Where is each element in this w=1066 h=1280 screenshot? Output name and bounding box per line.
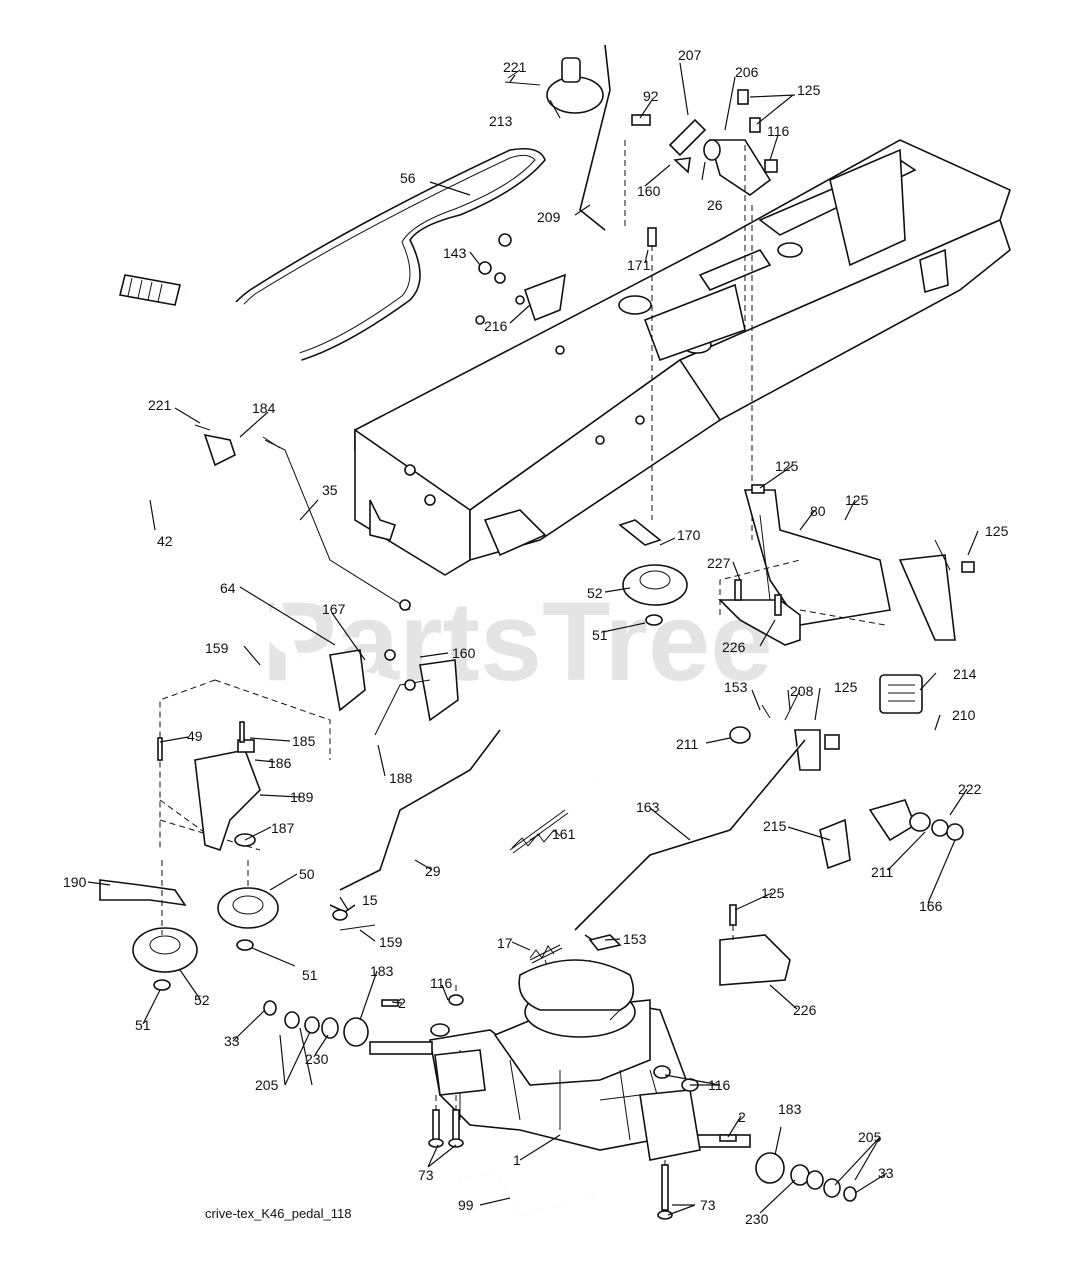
callout-188: 188 bbox=[389, 770, 413, 786]
callout-209: 209 bbox=[537, 209, 561, 225]
callout-170: 170 bbox=[677, 527, 701, 543]
callout-33: 33 bbox=[224, 1033, 240, 1049]
callout-labels: 221 213 207 92 206 125 116 56 160 26 209… bbox=[63, 47, 1009, 1227]
callout-56: 56 bbox=[400, 170, 416, 186]
callout-184: 184 bbox=[252, 400, 276, 416]
callout-205-b: 205 bbox=[858, 1129, 882, 1145]
callout-49: 49 bbox=[187, 728, 203, 744]
callout-116-c: 116 bbox=[708, 1077, 731, 1093]
callout-99: 99 bbox=[458, 1197, 474, 1213]
callout-230: 230 bbox=[305, 1051, 329, 1067]
callout-15: 15 bbox=[362, 892, 378, 908]
callout-26: 26 bbox=[707, 197, 723, 213]
leader-lines bbox=[87, 62, 979, 1216]
callout-116: 116 bbox=[767, 123, 790, 139]
callout-206: 206 bbox=[735, 64, 759, 80]
callout-210: 210 bbox=[952, 707, 976, 723]
callout-51: 51 bbox=[592, 627, 608, 643]
callout-51-c: 51 bbox=[135, 1017, 151, 1033]
callout-160: 160 bbox=[637, 183, 661, 199]
shift-rod-assembly bbox=[119, 274, 602, 783]
callout-159-b: 159 bbox=[379, 934, 403, 950]
callout-230-b: 230 bbox=[745, 1211, 769, 1227]
pedal-assembly bbox=[574, 674, 964, 946]
callout-73: 73 bbox=[418, 1167, 434, 1183]
callout-116-b: 116 bbox=[430, 975, 453, 991]
callout-221-b: 221 bbox=[148, 397, 172, 413]
callout-190: 190 bbox=[63, 874, 87, 890]
callout-42: 42 bbox=[157, 533, 173, 549]
rod-99 bbox=[459, 1170, 596, 1217]
callout-2: 2 bbox=[398, 995, 406, 1011]
callout-153-b: 153 bbox=[623, 931, 647, 947]
callout-214: 214 bbox=[953, 666, 977, 682]
callout-33-b: 33 bbox=[878, 1165, 894, 1181]
callout-52: 52 bbox=[587, 585, 603, 601]
callout-51-b: 51 bbox=[302, 967, 318, 983]
callout-216: 216 bbox=[484, 318, 508, 334]
idler-bracket-pulleys bbox=[99, 679, 331, 991]
callout-227: 227 bbox=[707, 555, 731, 571]
callout-159: 159 bbox=[205, 640, 229, 656]
lift-lever-parts bbox=[478, 44, 778, 540]
callout-143: 143 bbox=[443, 245, 467, 261]
springs-small-parts bbox=[329, 729, 791, 986]
callout-125-c: 125 bbox=[845, 492, 869, 508]
callout-187: 187 bbox=[271, 820, 295, 836]
callout-226-b: 226 bbox=[793, 1002, 817, 1018]
callout-80: 80 bbox=[810, 503, 826, 519]
callout-125: 125 bbox=[797, 82, 821, 98]
callout-161: 161 bbox=[552, 826, 576, 842]
callout-50: 50 bbox=[299, 866, 315, 882]
callout-167: 167 bbox=[322, 601, 346, 617]
callout-186: 186 bbox=[268, 755, 292, 771]
callout-64: 64 bbox=[220, 580, 236, 596]
axle-hardware-left bbox=[263, 999, 399, 1047]
callout-2-b: 2 bbox=[738, 1109, 746, 1125]
callout-153: 153 bbox=[724, 679, 748, 695]
callout-92: 92 bbox=[643, 88, 659, 104]
callout-125-b: 125 bbox=[775, 458, 799, 474]
callout-125-f: 125 bbox=[761, 885, 785, 901]
callout-183-b: 183 bbox=[778, 1101, 802, 1117]
callout-221: 221 bbox=[503, 59, 527, 75]
callout-35: 35 bbox=[322, 482, 338, 498]
callout-189: 189 bbox=[290, 789, 314, 805]
callout-211-b: 211 bbox=[871, 864, 894, 880]
diagram-caption: crive-tex_K46_pedal_118 bbox=[205, 1206, 351, 1221]
callout-125-e: 125 bbox=[834, 679, 858, 695]
callout-29: 29 bbox=[425, 863, 441, 879]
callout-226: 226 bbox=[722, 639, 746, 655]
callout-222: 222 bbox=[958, 781, 982, 797]
callout-160-b: 160 bbox=[452, 645, 476, 661]
callout-213: 213 bbox=[489, 113, 513, 129]
callout-17: 17 bbox=[497, 935, 513, 951]
callout-52-b: 52 bbox=[194, 992, 210, 1008]
callout-163: 163 bbox=[636, 799, 660, 815]
callout-171: 171 bbox=[627, 257, 651, 273]
callout-205: 205 bbox=[255, 1077, 279, 1093]
frame-chassis bbox=[354, 139, 1011, 576]
axle-hardware-right bbox=[719, 1134, 857, 1202]
callout-125-d: 125 bbox=[985, 523, 1009, 539]
center-pulley-bracket bbox=[618, 484, 975, 646]
callout-185: 185 bbox=[292, 733, 316, 749]
transaxle bbox=[369, 959, 751, 1220]
callout-211: 211 bbox=[676, 736, 699, 752]
callout-166: 166 bbox=[919, 898, 943, 914]
callout-73-b: 73 bbox=[700, 1197, 716, 1213]
callout-1: 1 bbox=[513, 1152, 521, 1168]
callout-183: 183 bbox=[370, 963, 394, 979]
callout-208: 208 bbox=[790, 683, 814, 699]
callout-207: 207 bbox=[678, 47, 702, 63]
callout-215: 215 bbox=[763, 818, 787, 834]
